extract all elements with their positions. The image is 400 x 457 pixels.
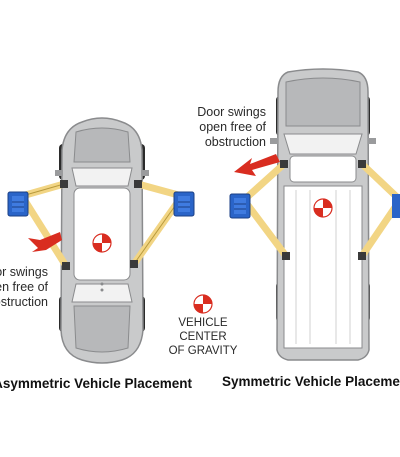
cog-line: VEHICLE (178, 317, 228, 329)
door-swing-label-left: Door swings open free of obstruction (0, 265, 49, 309)
door-swing-label-right: Door swings open free of obstruction (197, 105, 266, 149)
center-of-gravity-legend-icon (193, 294, 213, 314)
lift-post-left-b (173, 191, 195, 217)
cog-line: CENTER (179, 331, 226, 343)
caption-symmetric: Symmetric Vehicle Placement (222, 374, 400, 389)
center-of-gravity-icon (92, 233, 112, 253)
windshield (71, 167, 133, 187)
symmetric-pickup (270, 68, 376, 361)
red-arrow-icon (28, 232, 62, 252)
cog-line: OF GRAVITY (169, 345, 238, 357)
door-swing-line: open free of (0, 280, 49, 294)
center-of-gravity-icon (313, 198, 333, 218)
rear-window (71, 283, 133, 303)
caption-asymmetric: Asymmetric Vehicle Placement (0, 376, 192, 391)
door-swing-line: obstruction (0, 295, 48, 309)
lift-post-right-a (229, 193, 251, 219)
windshield (283, 133, 363, 155)
door-swing-line: open free of (199, 120, 266, 134)
lift-post-right-b (392, 194, 400, 218)
red-arrow-icon (234, 154, 280, 176)
lift-post-left-a (7, 191, 29, 217)
door-swing-line: Door swings (197, 105, 266, 119)
door-swing-line: Door swings (0, 265, 48, 279)
door-swing-line: obstruction (205, 135, 266, 149)
cog-legend-label: VEHICLE CENTER OF GRAVITY (169, 317, 238, 357)
